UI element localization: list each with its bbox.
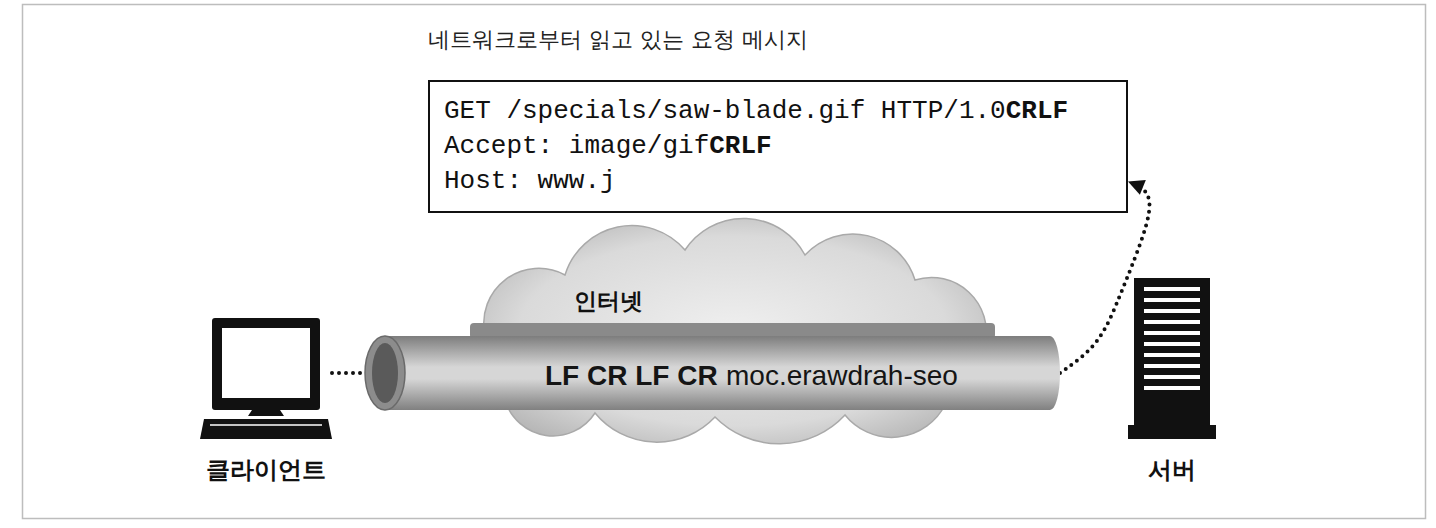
server-slot (1144, 331, 1200, 335)
server-slot (1144, 353, 1200, 357)
server-base (1128, 425, 1216, 439)
server-slot (1144, 364, 1200, 368)
figure-frame (23, 5, 1426, 519)
server-slot (1144, 309, 1200, 313)
text: Accept: image/gif (444, 131, 709, 161)
computer-icon (200, 318, 332, 439)
text: 클라이언트 (206, 456, 326, 484)
text: Host: www.j (444, 166, 616, 196)
server-slot (1144, 386, 1200, 390)
keyboard (200, 419, 332, 439)
server-slot (1144, 342, 1200, 346)
message-box: 네트워크로부터 읽고 있는 요청 메시지GET /specials/saw-bl… (428, 80, 1128, 213)
pipe-opening (372, 343, 398, 403)
server-slot (1144, 287, 1200, 291)
monitor-frame (212, 318, 320, 410)
text: GET /specials/saw-blade.gif HTTP/1.0 (444, 96, 1006, 126)
pipe-mouth (365, 336, 405, 410)
pipe-body (385, 336, 1050, 410)
keyboard-edge (210, 424, 322, 426)
emphasized-text: CRLF (709, 131, 771, 161)
header-line: Accept: image/gifCRLF (444, 129, 772, 164)
network-pipe: LF CR LF CR moc.erawdrah-seo (365, 336, 1060, 410)
pipe-end (1040, 336, 1060, 410)
text: 네트워크로부터 읽고 있는 요청 메시지 (428, 27, 808, 52)
server-slot (1144, 320, 1200, 324)
monitor-screen (222, 328, 310, 398)
request-line: GET /specials/saw-blade.gif HTTP/1.0CRLF (444, 94, 1068, 129)
server-tower: 서버 (1122, 275, 1222, 490)
text: 서버 (1148, 456, 1196, 484)
cloud-label: 인터넷 (574, 287, 643, 315)
emphasized-text: LF CR LF CR (545, 360, 718, 391)
text: moc.erawdrah-seo (726, 360, 958, 391)
server-icon (1128, 278, 1216, 439)
text: 인터넷 (574, 288, 643, 314)
server-body (1134, 278, 1210, 425)
monitor-stand (248, 410, 284, 416)
message-heading: 네트워크로부터 읽고 있는 요청 메시지 (428, 26, 808, 54)
emphasized-text: CRLF (1006, 96, 1068, 126)
device-label: 서버 (1148, 455, 1196, 485)
dotted-connector (332, 371, 365, 375)
server-slot (1144, 298, 1200, 302)
header-line: Host: www.j (444, 164, 616, 199)
device-label: 클라이언트 (206, 455, 326, 485)
server-slot (1144, 375, 1200, 379)
client-computer: 클라이언트 (200, 315, 332, 490)
byte-stream: LF CR LF CR moc.erawdrah-seo (545, 359, 958, 393)
